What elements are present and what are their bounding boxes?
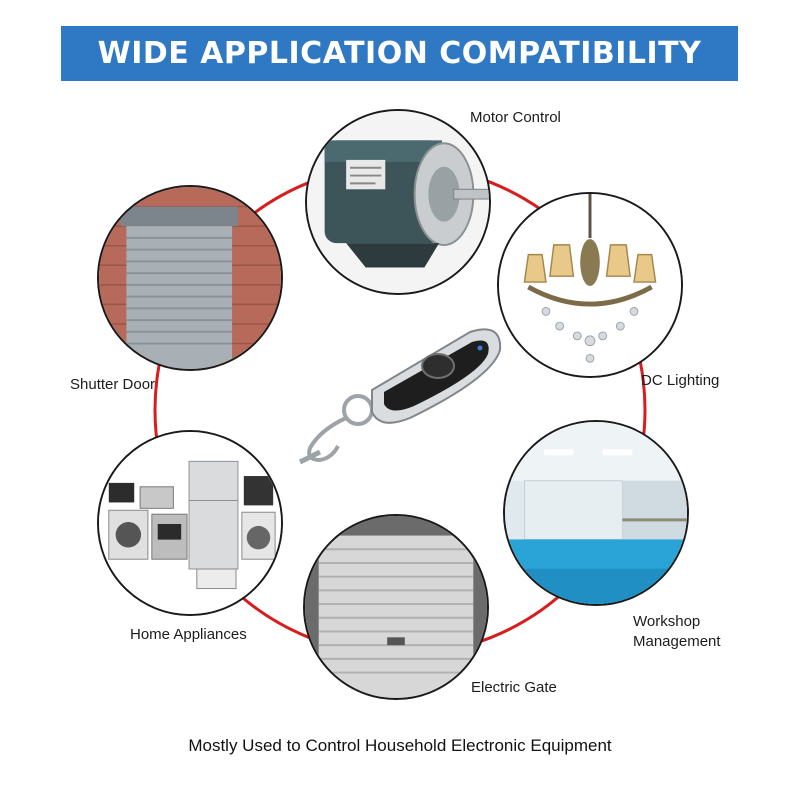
fob-body [371, 328, 502, 424]
shutter-door-label: Shutter Door [70, 376, 156, 393]
remote-key-fob-icon [298, 328, 502, 465]
dc-lighting-circle [497, 192, 683, 378]
garage-gate-icon [305, 516, 487, 698]
dc-lighting-label: DC Lighting [641, 372, 720, 389]
workshop-icon [505, 422, 687, 604]
workshop-label-line2: Management [633, 633, 721, 650]
appliances-icon [99, 432, 281, 614]
workshop-management-label: Workshop Management [633, 612, 721, 652]
chandelier-icon [499, 194, 681, 376]
footer-caption: Mostly Used to Control Household Electro… [188, 736, 612, 755]
keyring [298, 394, 374, 465]
motor-icon [307, 111, 489, 293]
shutter-door-circle [97, 185, 283, 371]
motor-control-circle [305, 109, 491, 295]
home-appliances-circle [97, 430, 283, 616]
electric-gate-label: Electric Gate [471, 679, 557, 696]
workshop-label-line1: Workshop [633, 613, 701, 630]
title-banner: WIDE APPLICATION COMPATIBILITY [61, 26, 738, 81]
motor-control-label: Motor Control [470, 109, 561, 126]
banner-title: WIDE APPLICATION COMPATIBILITY [97, 36, 702, 71]
home-appliances-label: Home Appliances [130, 626, 247, 643]
electric-gate-circle [303, 514, 489, 700]
workshop-management-circle [503, 420, 689, 606]
shutter-door-icon [99, 187, 281, 369]
